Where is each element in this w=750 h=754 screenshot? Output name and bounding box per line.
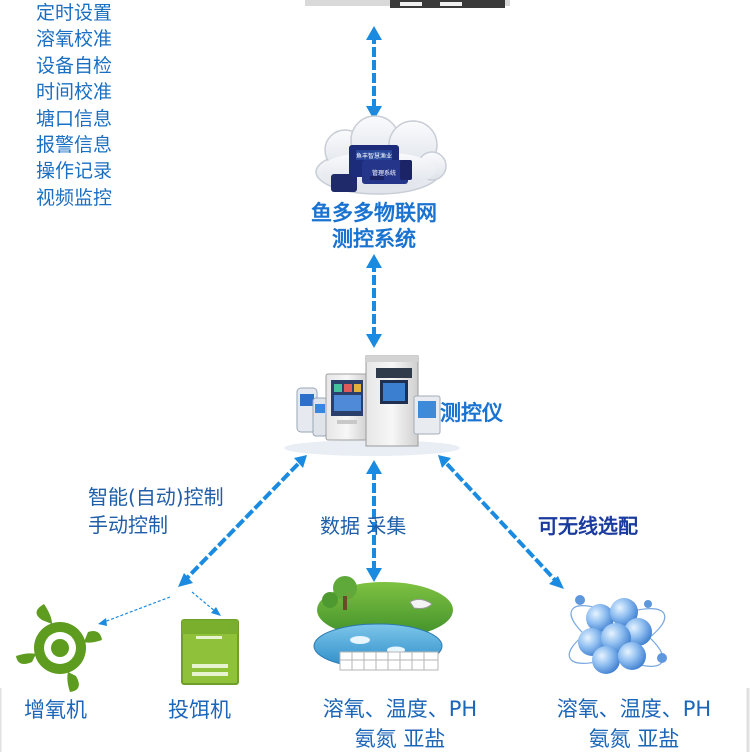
feeder-icon bbox=[181, 619, 239, 685]
wireless-option-label: 可无线选配 bbox=[538, 514, 638, 538]
menu-item-self-check[interactable]: 设备自检 bbox=[36, 54, 113, 77]
menu-item-time-calibration[interactable]: 时间校准 bbox=[36, 81, 113, 104]
screen-text-2: 管理系统 bbox=[372, 169, 396, 177]
menu-item-timer[interactable]: 定时设置 bbox=[36, 2, 113, 24]
pond-sensors-line2: 氨氮 亚盐 bbox=[354, 727, 446, 751]
feeder-label: 投饵机 bbox=[168, 698, 231, 722]
platform-label: 鱼多多物联网 测控系统 bbox=[274, 200, 474, 252]
arrow-platform-controller bbox=[366, 254, 382, 348]
data-collect-label: 数据 采集 bbox=[320, 514, 407, 538]
control-mode-manual: 手动控制 bbox=[88, 513, 168, 537]
aerator-icon bbox=[16, 604, 102, 692]
menu-item-operation-log[interactable]: 操作记录 bbox=[36, 160, 113, 183]
aerator-label: 增氧机 bbox=[24, 698, 87, 722]
controller-label: 测控仪 bbox=[440, 401, 503, 425]
top-device-fragment bbox=[305, 0, 510, 8]
menu-item-pond-info[interactable]: 塘口信息 bbox=[36, 107, 113, 130]
arrow-controller-pond bbox=[366, 460, 382, 582]
menu-item-do-calibration[interactable]: 溶氧校准 bbox=[36, 28, 113, 51]
arrow-controller-sensor bbox=[438, 455, 564, 589]
pond-sensors-line1: 溶氧、温度、PH bbox=[322, 697, 478, 721]
feature-menu: 定时设置 溶氧校准 设备自检 时间校准 塘口信息 报警信息 操作记录 视频监控 bbox=[36, 0, 112, 211]
platform-label-line2: 测控系统 bbox=[332, 227, 416, 251]
wireless-sensors-line1: 溶氧、温度、PH bbox=[556, 697, 712, 721]
pond-scene-icon bbox=[313, 576, 453, 671]
control-mode-auto: 智能(自动)控制 bbox=[88, 485, 224, 509]
control-mode-label: 智能(自动)控制 手动控制 bbox=[88, 483, 224, 539]
controller-devices-icon bbox=[284, 355, 460, 456]
sensor-molecule-icon bbox=[568, 595, 667, 674]
screen-text-1: 鱼丰智慧渔业 bbox=[356, 152, 392, 160]
wireless-sensors-line2: 氨氮 亚盐 bbox=[588, 727, 680, 751]
arrow-top-cloud bbox=[366, 26, 382, 120]
bottom-dividers bbox=[0, 688, 750, 752]
cloud-platform-icon bbox=[315, 115, 447, 195]
platform-label-line1: 鱼多多物联网 bbox=[311, 201, 437, 225]
menu-item-video-monitor[interactable]: 视频监控 bbox=[36, 186, 113, 209]
pond-sensors-label: 溶氧、温度、PH 氨氮 亚盐 bbox=[300, 694, 500, 754]
wireless-sensors-label: 溶氧、温度、PH 氨氮 亚盐 bbox=[534, 694, 734, 754]
arrow-controller-control bbox=[98, 455, 307, 626]
menu-item-alarm-info[interactable]: 报警信息 bbox=[36, 134, 113, 157]
